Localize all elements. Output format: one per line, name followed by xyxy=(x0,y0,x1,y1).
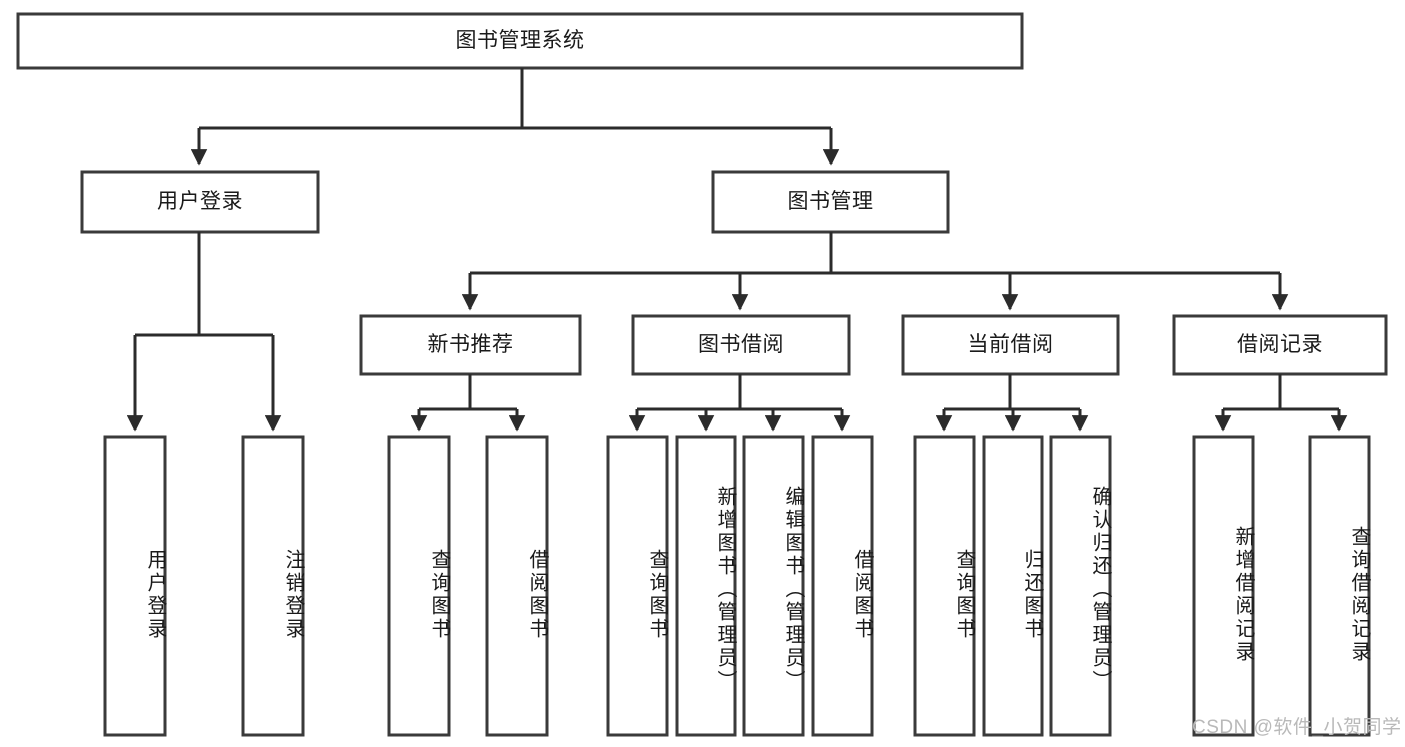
node-box-book-management[interactable] xyxy=(711,170,950,234)
node-box-book-borrow[interactable] xyxy=(631,314,851,376)
leaf-box-current-borrow-0[interactable] xyxy=(913,435,976,737)
leaf-box-book-borrow-0[interactable] xyxy=(606,435,669,737)
node-box-current-borrow[interactable] xyxy=(901,314,1120,376)
leaf-box-current-borrow-1[interactable] xyxy=(982,435,1044,737)
leaf-box-user-login-1[interactable] xyxy=(241,435,305,737)
node-box-borrow-record[interactable] xyxy=(1172,314,1388,376)
node-box-new-book-recommend[interactable] xyxy=(359,314,582,376)
leaf-box-current-borrow-2[interactable] xyxy=(1049,435,1112,737)
leaf-box-book-borrow-3[interactable] xyxy=(811,435,874,737)
node-box-user-login[interactable] xyxy=(80,170,320,234)
leaf-box-borrow-record-0[interactable] xyxy=(1192,435,1255,737)
leaf-box-borrow-record-1[interactable] xyxy=(1308,435,1371,737)
leaf-box-book-borrow-2[interactable] xyxy=(742,435,805,737)
leaf-box-new-book-1[interactable] xyxy=(485,435,549,737)
leaf-box-user-login-0[interactable] xyxy=(103,435,167,737)
csdn-watermark: CSDN @软件_小贺同学 xyxy=(1192,717,1402,738)
leaf-box-new-book-0[interactable] xyxy=(387,435,451,737)
node-box-root[interactable] xyxy=(16,12,1024,70)
leaf-box-book-borrow-1[interactable] xyxy=(675,435,737,737)
